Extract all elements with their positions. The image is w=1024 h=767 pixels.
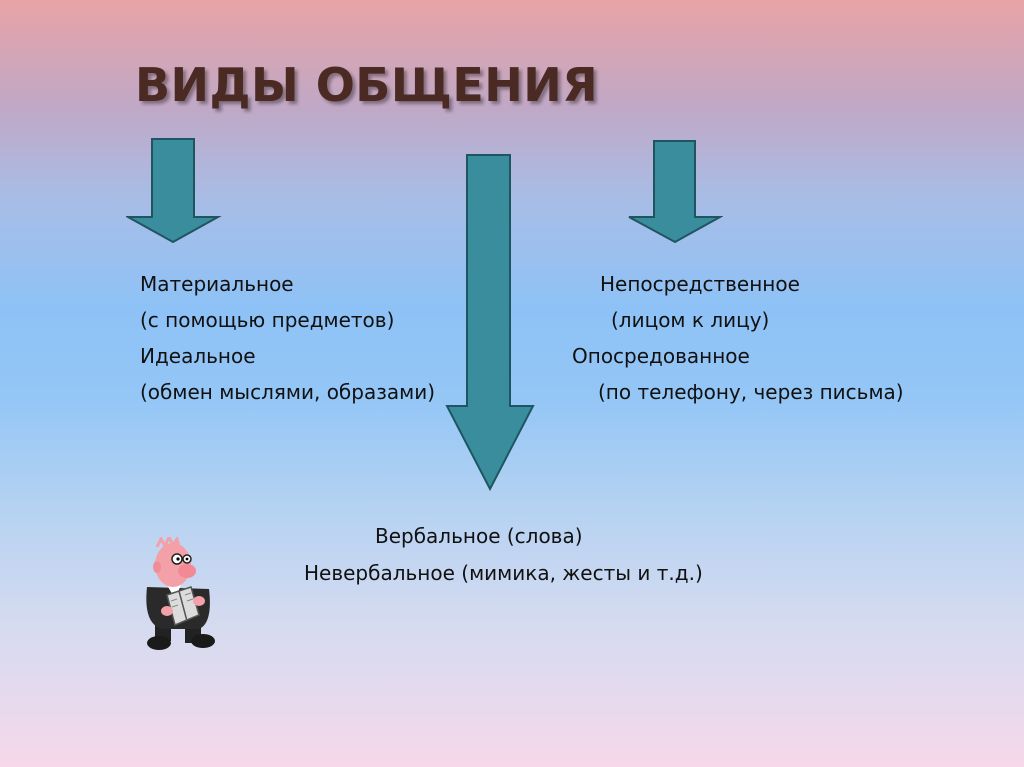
center-down-arrow-icon xyxy=(445,154,535,492)
ideal-description: (обмен мыслями, образами) xyxy=(140,380,435,404)
direct-label: Непосредственное xyxy=(600,272,800,296)
nonverbal-label: Невербальное (мимика, жесты и т.д.) xyxy=(304,561,703,585)
right-down-arrow-icon xyxy=(628,140,723,244)
slide-title: ВИДЫ ОБЩЕНИЯ xyxy=(135,58,599,112)
mediated-description: (по телефону, через письма) xyxy=(598,380,904,404)
material-label: Материальное xyxy=(140,272,294,296)
verbal-label: Вербальное (слова) xyxy=(375,524,583,548)
mediated-label: Опосредованное xyxy=(572,344,750,368)
ideal-label: Идеальное xyxy=(140,344,256,368)
left-down-arrow-icon xyxy=(126,138,222,244)
reading-character-icon xyxy=(146,537,215,650)
material-description: (с помощью предметов) xyxy=(140,308,395,332)
direct-description: (лицом к лицу) xyxy=(611,308,770,332)
